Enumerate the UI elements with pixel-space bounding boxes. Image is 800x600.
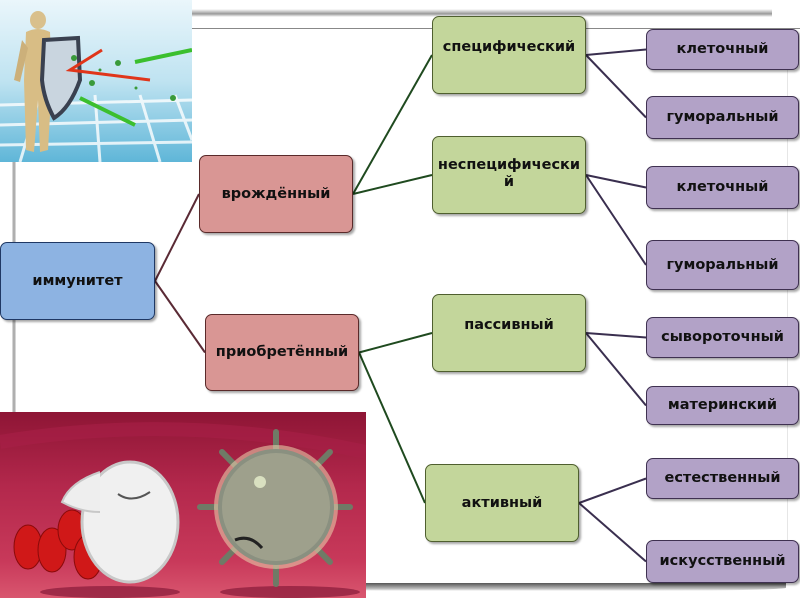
link-passive-serum — [585, 332, 647, 339]
frame-shadow-top — [192, 9, 772, 17]
arrow-red — [65, 48, 151, 82]
frame-shadow-bottom — [366, 583, 786, 591]
node-artificial[interactable]: искусственный — [646, 540, 799, 583]
particles — [71, 55, 176, 101]
immune-cell-illustration-art — [0, 422, 366, 598]
frame-line-right — [787, 30, 788, 580]
node-innate[interactable]: врождённый — [199, 155, 353, 233]
virus — [197, 429, 353, 587]
link-active-artificial — [578, 502, 647, 563]
link-root-innate — [154, 193, 200, 282]
shield-illustration-art — [0, 11, 192, 162]
white-blood-cell — [80, 460, 180, 584]
shield-illustration — [0, 0, 192, 162]
node-label: материнский — [667, 397, 778, 413]
node-label: активный — [461, 494, 543, 511]
node-label: естественный — [664, 470, 781, 486]
node-label: гуморальный — [666, 109, 779, 125]
node-specific[interactable]: специфический — [432, 16, 586, 94]
node-label: специфический — [442, 39, 576, 55]
immune-cell-illustration — [0, 412, 366, 598]
shield-icon — [39, 35, 83, 121]
node-label: врождённый — [221, 185, 331, 202]
node-label: клеточный — [676, 179, 769, 195]
node-serum[interactable]: сывороточный — [646, 317, 799, 358]
node-label: сывороточный — [661, 329, 784, 345]
node-label: искусственный — [659, 553, 786, 569]
link-specific-spec-hum — [585, 54, 647, 119]
arrow-green-2 — [79, 96, 136, 127]
node-label: приобретённый — [215, 344, 349, 360]
link-innate-nonspecific — [352, 174, 433, 195]
link-innate-specific — [352, 54, 433, 195]
node-label: клеточный — [676, 41, 769, 57]
link-root-acquired — [154, 280, 206, 354]
link-passive-maternal — [585, 332, 647, 407]
node-label: неспецифический — [437, 157, 581, 190]
node-passive[interactable]: пассивный — [432, 294, 586, 372]
node-natural[interactable]: естественный — [646, 458, 799, 499]
link-active-natural — [578, 477, 647, 504]
arrow-green-1 — [134, 48, 192, 64]
link-specific-spec-cell — [585, 48, 647, 56]
node-active[interactable]: активный — [425, 464, 579, 542]
node-label: иммунитет — [32, 272, 123, 289]
node-acquired[interactable]: приобретённый — [205, 314, 359, 391]
node-immunity[interactable]: иммунитет — [0, 242, 155, 320]
node-nonspecific[interactable]: неспецифический — [432, 136, 586, 214]
node-label: пассивный — [464, 317, 554, 333]
link-nonspecific-nonspec-cell — [585, 174, 647, 189]
link-acquired-passive — [358, 332, 433, 354]
node-specific-cellular[interactable]: клеточный — [646, 29, 799, 70]
node-label: гуморальный — [666, 256, 779, 273]
node-maternal[interactable]: материнский — [646, 386, 799, 425]
node-nonspecific-cellular[interactable]: клеточный — [646, 166, 799, 209]
link-acquired-active — [358, 352, 426, 504]
red-blood-cells — [13, 509, 103, 580]
node-specific-humoral[interactable]: гуморальный — [646, 96, 799, 139]
node-nonspecific-humoral[interactable]: гуморальный — [646, 240, 799, 290]
link-nonspecific-nonspec-hum — [585, 174, 647, 266]
